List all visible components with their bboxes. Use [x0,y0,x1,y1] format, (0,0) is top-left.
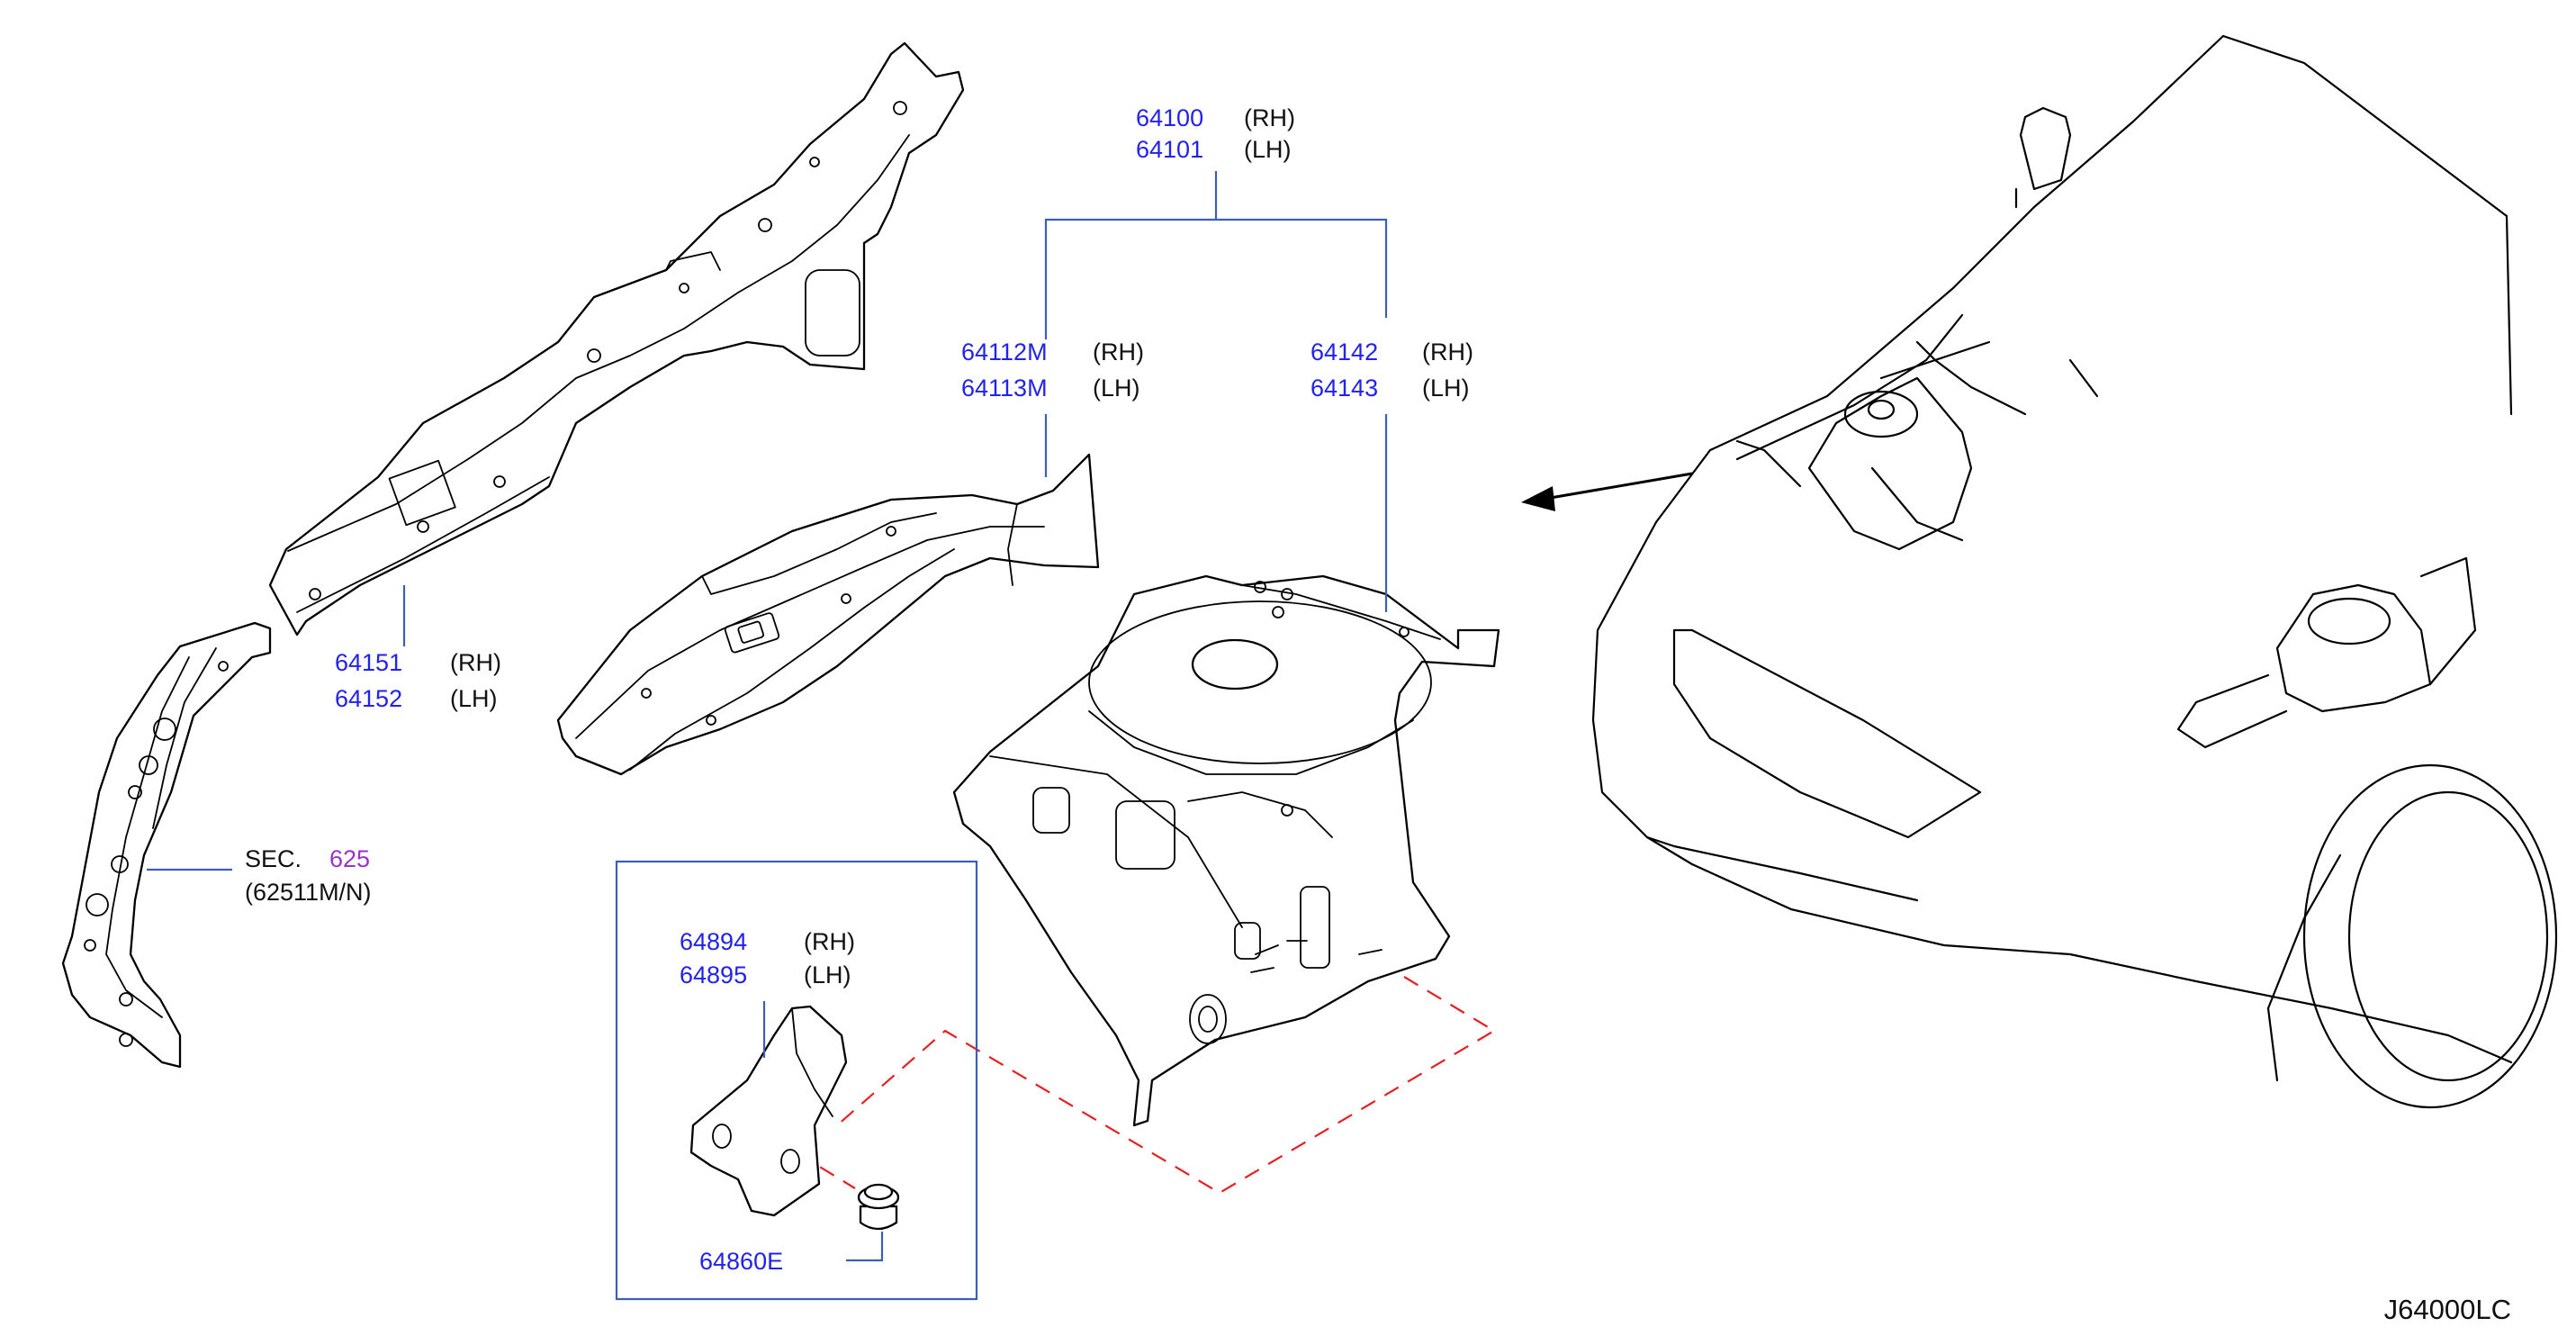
bracket-part [689,1005,848,1217]
part-number-64894: 64894 [680,928,747,955]
hoodledge-front-part [61,621,272,1069]
part-number-64101: 64101 [1136,136,1203,163]
section-sub-label: (62511M/N) [245,879,372,906]
detail-box [615,860,978,1301]
part-number-64100: 64100 [1136,104,1203,131]
part-number-64142: 64142 [1311,339,1378,366]
part-number-64143: 64143 [1311,375,1378,402]
strut-housing-part [952,574,1500,1127]
section-number-625[interactable]: 625 [329,845,370,872]
bolt-part [857,1183,900,1231]
car-overview [1591,34,2558,1109]
part-number-64113m: 64113M [961,375,1048,402]
view-arrow [1534,472,1693,502]
side-label-rh: (RH) [804,928,855,955]
hoodledge-rear-part [556,453,1100,776]
hoodledge-upper-part [268,41,965,636]
side-label-rh: (RH) [1244,104,1295,131]
side-label-lh: (LH) [1422,375,1470,402]
part-number-64895: 64895 [680,961,747,988]
side-label-rh: (RH) [1093,339,1144,366]
diagram-code: J64000LC [2384,1294,2511,1325]
arrow-head-icon [1521,486,1555,511]
side-label-lh: (LH) [450,685,498,712]
side-label-rh: (RH) [1422,339,1473,366]
section-prefix: SEC. [245,845,302,872]
side-label-lh: (LH) [804,961,851,988]
part-number-64151: 64151 [335,649,402,676]
leader-lines [147,171,1388,1262]
side-label-lh: (LH) [1093,375,1140,402]
part-number-64152: 64152 [335,685,402,712]
part-number-64860e: 64860E [699,1248,783,1275]
side-label-rh: (RH) [450,649,501,676]
part-number-64112m: 64112M [961,339,1048,366]
side-label-lh: (LH) [1244,136,1292,163]
